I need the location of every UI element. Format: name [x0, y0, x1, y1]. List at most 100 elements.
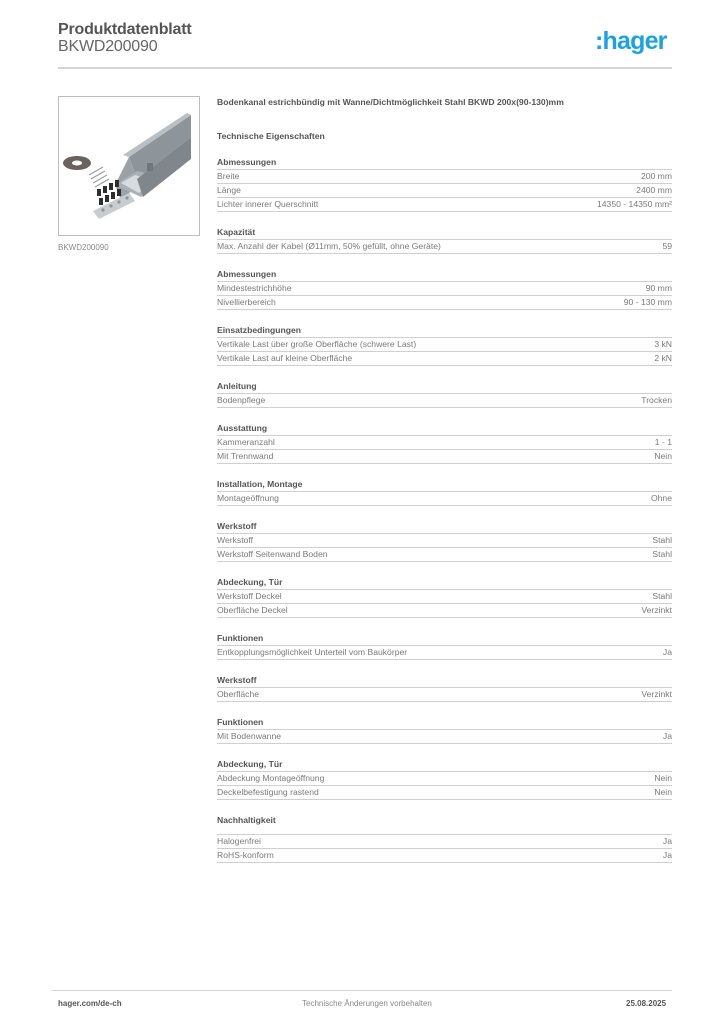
property-value: 1 - 1 [654, 437, 672, 447]
property-value: Nein [654, 773, 672, 783]
property-label: Max. Anzahl der Kabel (Ø11mm, 50% gefüll… [217, 241, 441, 251]
property-row: Abdeckung Montageöffnung Nein [217, 772, 672, 786]
document-title: Produktdatenblatt [58, 21, 192, 38]
property-row: Bodenpflege Trocken [217, 394, 672, 408]
product-code: BKWD200090 [58, 38, 158, 55]
section-heading: Werkstoff [217, 521, 672, 534]
hager-logo: :hager [595, 27, 667, 55]
section-heading: Abdeckung, Tür [217, 577, 672, 590]
property-row: Werkstoff Seitenwand Boden Stahl [217, 548, 672, 562]
property-label: Nivellierbereich [217, 297, 276, 307]
section-heading: Abmessungen [217, 269, 672, 282]
property-value: 90 - 130 mm [623, 297, 672, 307]
property-label: Mit Trennwand [217, 451, 274, 461]
section-heading: Abmessungen [217, 157, 672, 170]
property-row: Vertikale Last über große Oberfläche (sc… [217, 338, 672, 352]
property-row: Mit Trennwand Nein [217, 450, 672, 464]
property-value: Ja [662, 731, 672, 741]
section-heading: Funktionen [217, 717, 672, 730]
property-value: Stahl [652, 535, 672, 545]
product-image [58, 96, 200, 236]
property-row: Vertikale Last auf kleine Oberfläche 2 kN [217, 352, 672, 366]
product-details: Bodenkanal estrichbündig mit Wanne/Dicht… [217, 96, 672, 863]
footer-notice: Technische Änderungen vorbehalten [302, 999, 432, 1008]
property-value: 90 mm [645, 283, 672, 293]
footer-divider [52, 990, 672, 991]
section-heading: Kapazität [217, 227, 672, 240]
property-value: Nein [654, 451, 672, 461]
property-label: Entkopplungsmöglichkeit Unterteil vom Ba… [217, 647, 408, 657]
property-row: Deckelbefestigung rastend Nein [217, 786, 672, 800]
property-label: Deckelbefestigung rastend [217, 787, 319, 797]
property-value: Trocken [641, 395, 672, 405]
property-label: Mindestestrichhöhe [217, 283, 292, 293]
property-value: Verzinkt [641, 689, 672, 699]
property-value: 14350 - 14350 mm² [597, 199, 672, 209]
property-value: Stahl [652, 549, 672, 559]
property-row: Nivellierbereich 90 - 130 mm [217, 296, 672, 310]
property-row: Breite 200 mm [217, 170, 672, 184]
section-heading: Abdeckung, Tür [217, 759, 672, 772]
property-label: Kammeranzahl [217, 437, 275, 447]
footer-website-link[interactable]: hager.com/de-ch [58, 999, 122, 1008]
property-label: Vertikale Last auf kleine Oberfläche [217, 353, 353, 363]
property-row: Werkstoff Stahl [217, 534, 672, 548]
technical-properties-heading: Technische Eigenschaften [217, 131, 325, 141]
section-heading: Anleitung [217, 381, 672, 394]
section-heading: Einsatzbedingungen [217, 325, 672, 338]
property-value: 3 kN [654, 339, 672, 349]
property-row: Lichter innerer Querschnitt 14350 - 14350… [217, 198, 672, 212]
property-value: Ohne [650, 493, 672, 503]
property-value: Ja [662, 850, 672, 860]
property-value: 200 mm [640, 171, 672, 181]
property-label: Werkstoff Seitenwand Boden [217, 549, 328, 559]
property-label: Mit Bodenwanne [217, 731, 282, 741]
property-value: Ja [662, 836, 672, 846]
property-value: Nein [654, 787, 672, 797]
property-value: 2 kN [654, 353, 672, 363]
product-description: Bodenkanal estrichbündig mit Wanne/Dicht… [217, 97, 564, 107]
property-row: Kammeranzahl 1 - 1 [217, 436, 672, 450]
header-divider [58, 67, 672, 69]
property-row: Entkopplungsmöglichkeit Unterteil vom Ba… [217, 646, 672, 660]
property-row: Mit Bodenwanne Ja [217, 730, 672, 744]
property-row: Max. Anzahl der Kabel (Ø11mm, 50% gefüll… [217, 240, 672, 254]
section-heading: Funktionen [217, 633, 672, 646]
property-label: Werkstoff [217, 535, 253, 545]
property-label: Abdeckung Montageöffnung [217, 773, 325, 783]
property-label: Vertikale Last über große Oberfläche (sc… [217, 339, 417, 349]
property-row: Oberfläche Verzinkt [217, 688, 672, 702]
section-heading: Werkstoff [217, 675, 672, 688]
property-value: 2400 mm [636, 185, 672, 195]
property-value: 59 [662, 241, 672, 251]
property-label: Lichter innerer Querschnitt [217, 199, 319, 209]
property-label: Oberfläche [217, 689, 260, 699]
image-caption: BKWD200090 [58, 243, 109, 252]
property-value: Stahl [652, 591, 672, 601]
property-row: Montageöffnung Ohne [217, 492, 672, 506]
property-label: Bodenpflege [217, 395, 266, 405]
property-label: Breite [217, 171, 240, 181]
section-heading: Nachhaltigkeit [217, 815, 672, 835]
property-value: Verzinkt [641, 605, 672, 615]
property-label: Montageöffnung [217, 493, 279, 503]
